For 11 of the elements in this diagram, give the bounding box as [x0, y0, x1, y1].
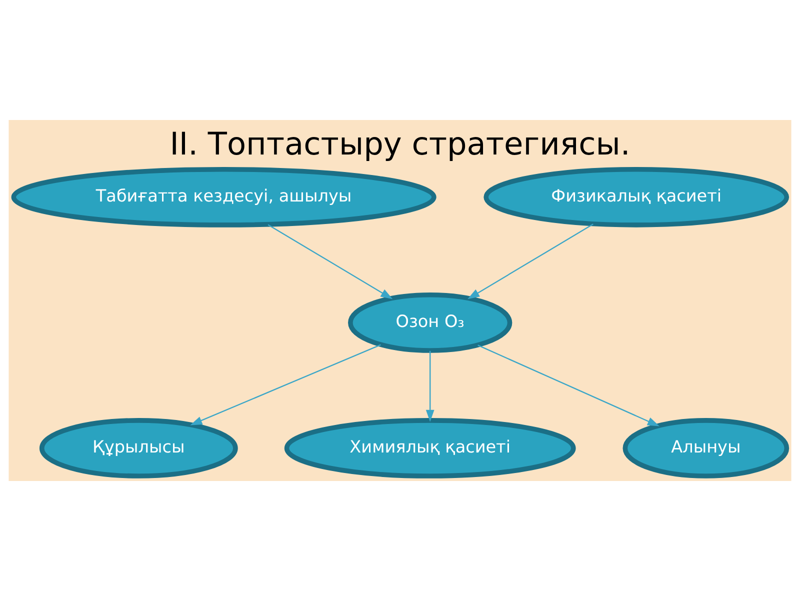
- node-ellipse: Химиялық қасиеті: [284, 418, 576, 478]
- arrow: [190, 344, 381, 425]
- node-ellipse: Озон О₃: [348, 292, 512, 352]
- node-ellipse: Физикалық қасиеті: [484, 166, 790, 227]
- arrow: [426, 350, 434, 422]
- arrow: [268, 224, 393, 299]
- arrow: [478, 344, 660, 426]
- node-ellipse: Табиғатта кездесуі, ашылуы: [11, 166, 436, 227]
- arrow: [468, 223, 594, 299]
- node-ellipse: Құрылысы: [39, 418, 238, 478]
- diagram-title: ІІ. Топтастыру стратегиясы.: [170, 126, 630, 162]
